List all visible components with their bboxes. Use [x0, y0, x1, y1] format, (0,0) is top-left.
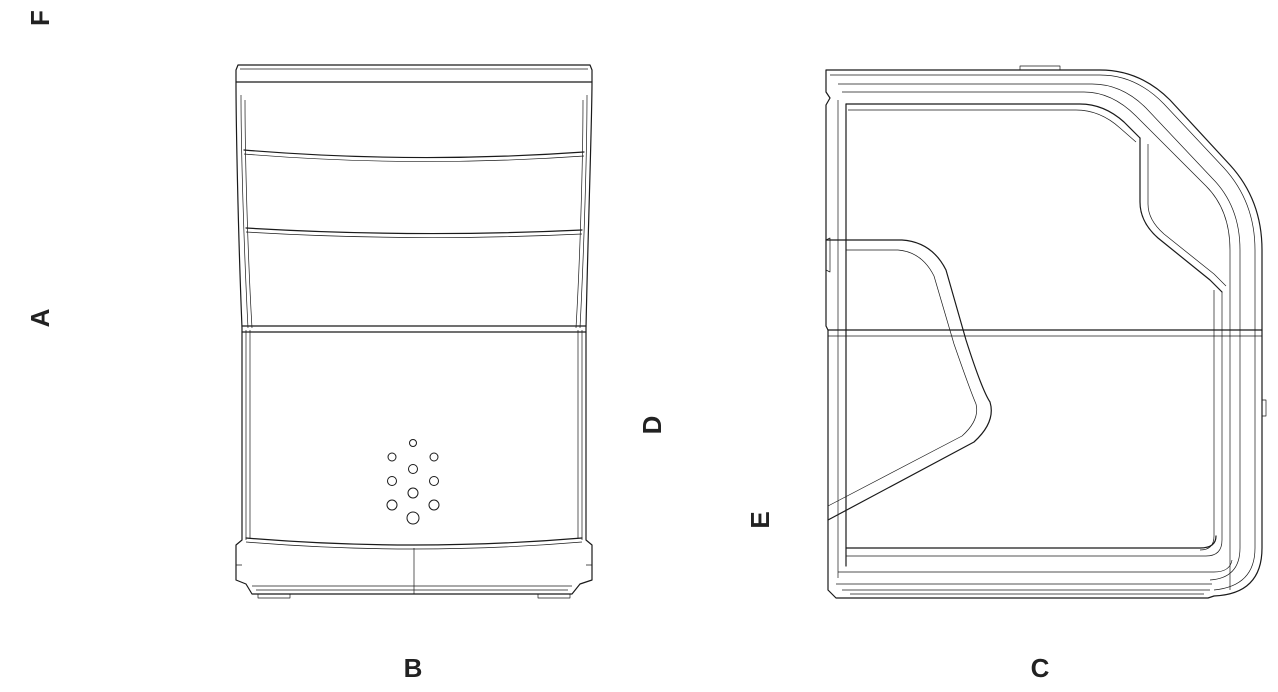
- label-d: D: [637, 416, 667, 435]
- label-b: B: [404, 653, 423, 683]
- vent-hole-pattern: [386, 439, 440, 525]
- label-f: F: [25, 10, 55, 26]
- vent-hole: [407, 487, 419, 499]
- vent-hole: [409, 439, 417, 447]
- vent-hole: [386, 499, 398, 511]
- vent-hole: [429, 476, 439, 486]
- side-view: [825, 65, 1267, 599]
- label-a: A: [25, 308, 55, 327]
- label-c: C: [1031, 653, 1050, 683]
- vent-hole: [428, 499, 440, 511]
- vent-hole: [408, 464, 418, 474]
- vent-hole: [387, 452, 397, 462]
- view-labels: A B C D E F: [25, 10, 1050, 683]
- vent-hole: [406, 511, 420, 525]
- label-e: E: [745, 511, 775, 528]
- vent-hole: [387, 476, 397, 486]
- front-view: [235, 64, 593, 599]
- vent-hole: [429, 452, 439, 462]
